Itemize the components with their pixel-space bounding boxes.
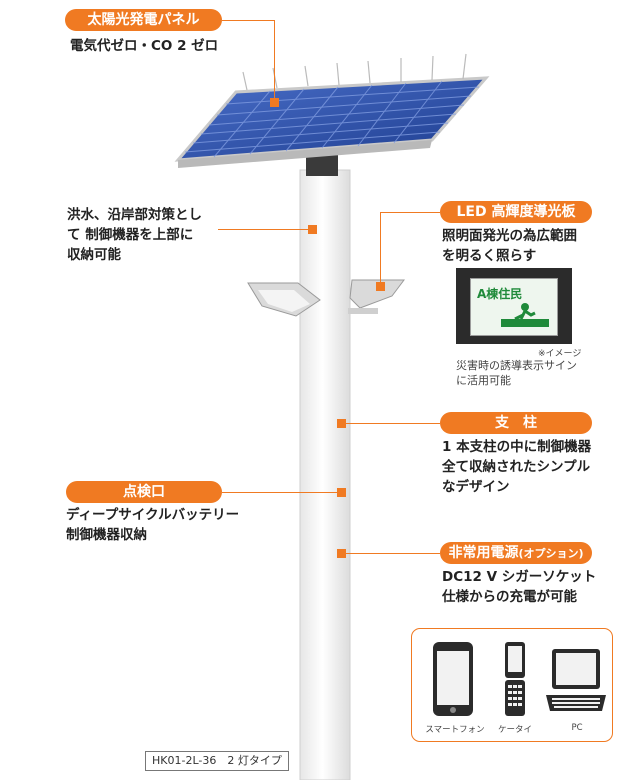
device-box: スマートフォン ケータイ PC: [411, 628, 613, 742]
device-label-pc: PC: [571, 723, 583, 733]
power-badge-sub: (オプション): [518, 547, 584, 560]
marker-led: [376, 282, 385, 291]
hatch-badge: 点検口: [66, 481, 222, 503]
pole-badge: 支 柱: [440, 412, 592, 434]
pole: [299, 169, 351, 780]
marker-solar: [270, 98, 279, 107]
power-badge-main: 非常用電源: [448, 545, 519, 561]
leader-hatch: [222, 492, 338, 493]
hatch-desc: ディープサイクルバッテリー 制御機器収納: [66, 507, 240, 543]
leader-led-h: [380, 212, 440, 213]
marker-flood: [308, 225, 317, 234]
flood-desc: 洪水、沿岸部対策とし て 制御機器を上部に 収納可能: [67, 207, 202, 263]
device-label-smartphone: スマートフォン: [425, 725, 485, 735]
solar-panel-desc: 電気代ゼロ・CO 2 ゼロ: [70, 38, 219, 54]
power-desc: DC12 V シガーソケット 仕様からの充電が可能: [442, 569, 597, 605]
sign-text: A棟住民: [477, 287, 523, 301]
leader-pole: [344, 423, 440, 424]
led-lamps: [247, 279, 405, 317]
smartphone-icon: [433, 642, 473, 716]
device-label-flip-phone: ケータイ: [497, 725, 532, 735]
leader-led-v: [380, 212, 381, 284]
sign-caption: 災害時の誘導表示サイン に活用可能: [456, 359, 577, 387]
led-desc: 照明面発光の為広範囲 を明るく照らす: [442, 228, 577, 264]
flip-phone-icon: [505, 642, 525, 716]
marker-power: [337, 549, 346, 558]
guidance-sign-image: A棟住民: [456, 268, 572, 344]
marker-hatch: [337, 488, 346, 497]
leader-flood: [218, 229, 310, 230]
leader-power: [344, 553, 440, 554]
sign-image-note: ※イメージ: [538, 349, 582, 359]
running-person-icon: [501, 303, 549, 327]
solar-panel-badge: 太陽光発電パネル: [65, 9, 222, 31]
led-badge: LED 高輝度導光板: [440, 201, 592, 223]
leader-solar-v: [274, 20, 275, 100]
marker-pole: [337, 419, 346, 428]
power-badge: 非常用電源(オプション): [440, 542, 592, 564]
solar-panel: [174, 53, 490, 168]
laptop-icon: [546, 649, 606, 711]
pole-desc: 1 本支柱の中に制御機器 全て収納されたシンプル なデザイン: [442, 439, 592, 495]
sign-face: A棟住民: [470, 278, 558, 336]
leader-solar-h: [222, 20, 274, 21]
model-code: HK01-2L-36 2 灯タイプ: [145, 751, 289, 771]
